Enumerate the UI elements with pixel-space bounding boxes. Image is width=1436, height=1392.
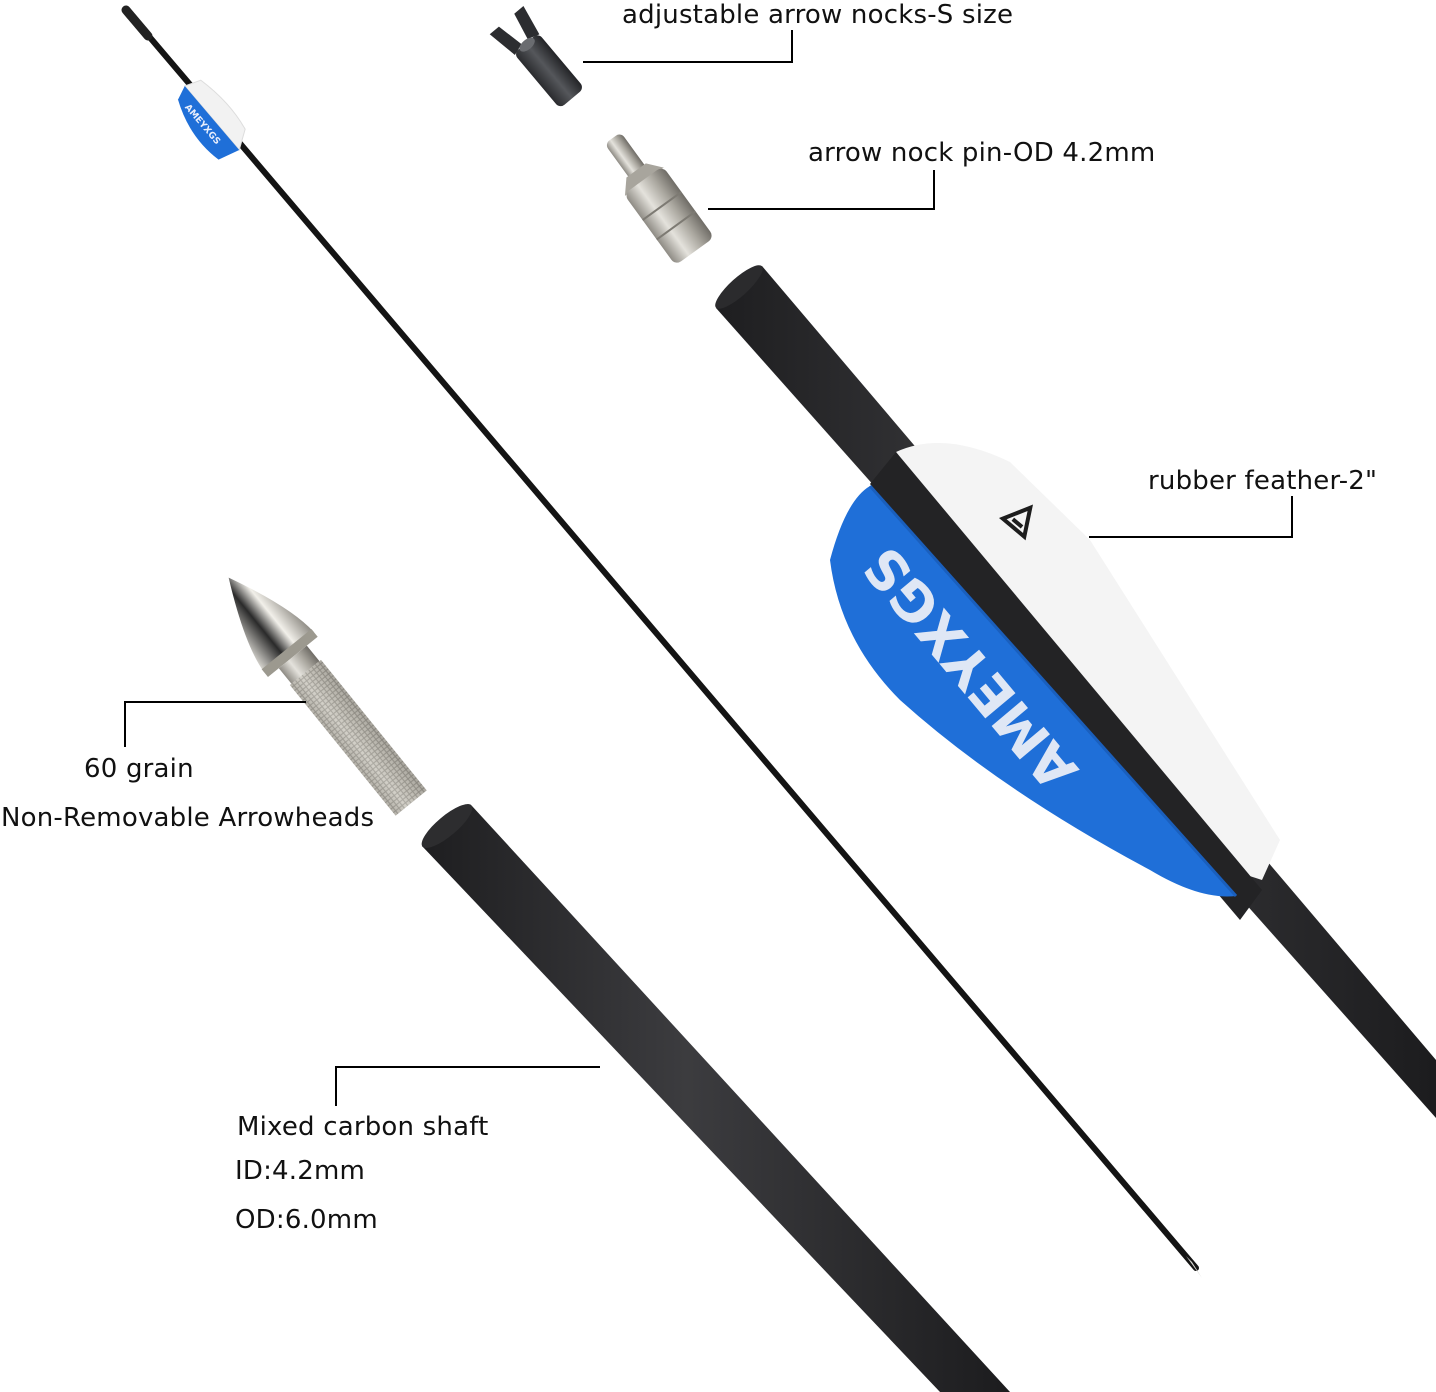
full-arrow: AMEYXGS bbox=[121, 5, 1202, 1278]
nock-pin-leader-horizontal bbox=[708, 208, 935, 210]
shaft-leader-vertical bbox=[335, 1066, 337, 1106]
shaft-material-label: Mixed carbon shaft bbox=[237, 1112, 489, 1142]
shaft-od-label: OD:6.0mm bbox=[235, 1205, 378, 1235]
arrowhead-type-label: Non-Removable Arrowheads bbox=[1, 803, 375, 833]
feather-label: rubber feather-2" bbox=[1148, 466, 1378, 496]
fletched-shaft-part: AMEYXGS bbox=[715, 265, 1436, 1118]
shaft-id-label: ID:4.2mm bbox=[235, 1156, 366, 1186]
carbon-shaft-part bbox=[421, 804, 1010, 1392]
arrowhead-leader-vertical bbox=[124, 701, 126, 747]
arrowhead-weight-label: 60 grain bbox=[84, 754, 194, 784]
nock-pin-part bbox=[606, 134, 712, 263]
nock-part bbox=[489, 6, 582, 107]
nock-leader-horizontal bbox=[583, 61, 793, 63]
shaft-leader-horizontal bbox=[335, 1066, 600, 1068]
feather-leader-horizontal bbox=[1089, 536, 1293, 538]
nock-pin-label: arrow nock pin-OD 4.2mm bbox=[808, 138, 1156, 168]
feather-leader-vertical bbox=[1291, 496, 1293, 538]
nock-pin-leader-vertical bbox=[933, 170, 935, 210]
arrowhead-part bbox=[228, 577, 427, 816]
arrowhead-leader-horizontal bbox=[124, 701, 306, 703]
nock-label: adjustable arrow nocks-S size bbox=[622, 0, 1014, 30]
nock-leader-vertical bbox=[791, 30, 793, 63]
